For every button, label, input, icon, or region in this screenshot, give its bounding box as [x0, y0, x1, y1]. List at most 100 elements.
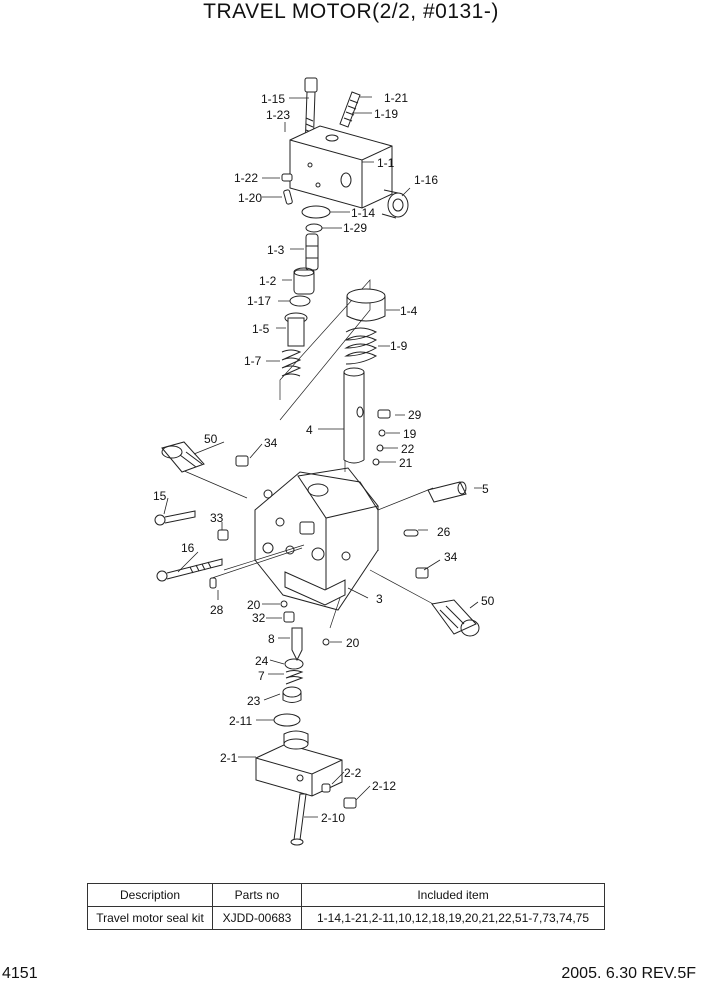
callout: 1-4	[400, 304, 418, 318]
plug-2-2	[321, 783, 331, 793]
pin-26	[403, 529, 419, 537]
exploded-parts-diagram: 1-15 1-21 1-23 1-19 1-1 1-22 1-16 1-20 1…	[153, 77, 495, 846]
callout-labels: 1-15 1-21 1-23 1-19 1-1 1-22 1-16 1-20 1…	[153, 91, 495, 825]
ring-20-lower	[322, 638, 330, 646]
plug-34-upper	[235, 455, 249, 467]
callout: 1-1	[377, 156, 395, 170]
callout: 15	[153, 489, 167, 503]
poppet-8	[291, 627, 303, 662]
cell-parts-no: XJDD-00683	[212, 906, 302, 930]
header-included-item: Included item	[301, 883, 605, 907]
bolt-15	[154, 510, 196, 526]
callout: 4	[306, 423, 313, 437]
plug-29	[372, 409, 391, 466]
sleeve-1-2	[293, 267, 315, 295]
ring-20-upper	[280, 600, 288, 608]
spring-1-9	[344, 327, 378, 365]
callout: 3	[376, 592, 383, 606]
callout: 1-2	[259, 274, 277, 288]
callout: 1-19	[374, 107, 398, 121]
table-row: Travel motor seal kit XJDD-00683 1-14,1-…	[87, 906, 605, 930]
spring-7	[285, 670, 304, 685]
guide-lines-body	[181, 460, 436, 629]
callout: 1-15	[261, 92, 285, 106]
page-title: TRAVEL MOTOR(2/2, #0131-)	[203, 0, 499, 23]
plug-23	[282, 686, 302, 703]
piston-1-5	[284, 312, 308, 347]
callout: 2-12	[372, 779, 396, 793]
header-description: Description	[87, 883, 213, 907]
fitting-5	[427, 481, 467, 503]
callout: 34	[444, 550, 458, 564]
cover-1-1	[289, 125, 393, 209]
spring-1-7	[281, 349, 302, 377]
callout: 1-7	[244, 354, 262, 368]
callout: 2-10	[321, 811, 345, 825]
pin-28	[209, 577, 217, 589]
callout: 20	[346, 636, 360, 650]
callout: 8	[268, 632, 275, 646]
callout: 5	[482, 482, 489, 496]
callout: 7	[258, 669, 265, 683]
callout: 1-23	[266, 108, 290, 122]
callout: 1-29	[343, 221, 367, 235]
callout: 1-21	[384, 91, 408, 105]
ring-24	[284, 658, 304, 670]
leader-lines	[163, 96, 482, 818]
date-revision: 2005. 6.30 REV.5F	[561, 965, 696, 982]
callout: 34	[264, 436, 278, 450]
plug-32	[283, 611, 295, 623]
small-pins	[281, 173, 293, 205]
callout: 29	[408, 408, 422, 422]
oring-1-14	[301, 205, 331, 219]
callout: 28	[210, 603, 224, 617]
cover-2-1	[255, 730, 343, 797]
callout: 19	[403, 427, 417, 441]
callout: 2-2	[344, 766, 362, 780]
callout: 16	[181, 541, 195, 555]
setscrew-1-19	[339, 91, 361, 128]
callout: 1-14	[351, 206, 375, 220]
cap-1-4	[346, 288, 386, 322]
cell-description: Travel motor seal kit	[87, 906, 213, 930]
guide-line-upper	[279, 279, 371, 421]
callout: 24	[255, 654, 269, 668]
fitting-50-right	[431, 599, 480, 637]
callout: 2-1	[220, 751, 238, 765]
callout: 32	[252, 611, 266, 625]
callout: 23	[247, 694, 261, 708]
callout: 50	[204, 432, 218, 446]
callout: 1-16	[414, 173, 438, 187]
cell-included-item: 1-14,1-21,2-11,10,12,18,19,20,21,22,51-7…	[301, 906, 605, 930]
callout: 21	[399, 456, 413, 470]
callout: 1-3	[267, 243, 285, 257]
oring-2-11	[273, 713, 301, 727]
callout: 33	[210, 511, 224, 525]
spool-1-3	[305, 233, 319, 271]
valve-body-3	[254, 467, 379, 611]
seal-kit-table: Description Parts no Included item Trave…	[87, 883, 605, 930]
callout: 20	[247, 598, 261, 612]
callout: 1-22	[234, 171, 258, 185]
callout: 50	[481, 594, 495, 608]
callout: 2-11	[229, 714, 252, 728]
callout: 1-20	[238, 191, 262, 205]
table-header-row: Description Parts no Included item	[87, 883, 605, 907]
plug-34-lower	[415, 567, 429, 579]
fitting-50-left	[161, 441, 205, 473]
bolt-2-10	[290, 793, 307, 846]
plug-1-16	[381, 189, 409, 219]
header-parts-no: Parts no	[212, 883, 302, 907]
callout: 22	[401, 442, 415, 456]
callout: 1-5	[252, 322, 270, 336]
rod-4	[343, 367, 365, 464]
bolt-16	[156, 558, 223, 582]
plug-33	[217, 529, 229, 541]
plug-2-12	[343, 797, 357, 809]
callout: 1-17	[247, 294, 271, 308]
ring-1-17	[289, 295, 311, 307]
ring-1-29	[305, 223, 323, 233]
callout: 26	[437, 525, 451, 539]
page-number: 4151	[2, 965, 38, 982]
callout: 1-9	[390, 339, 408, 353]
